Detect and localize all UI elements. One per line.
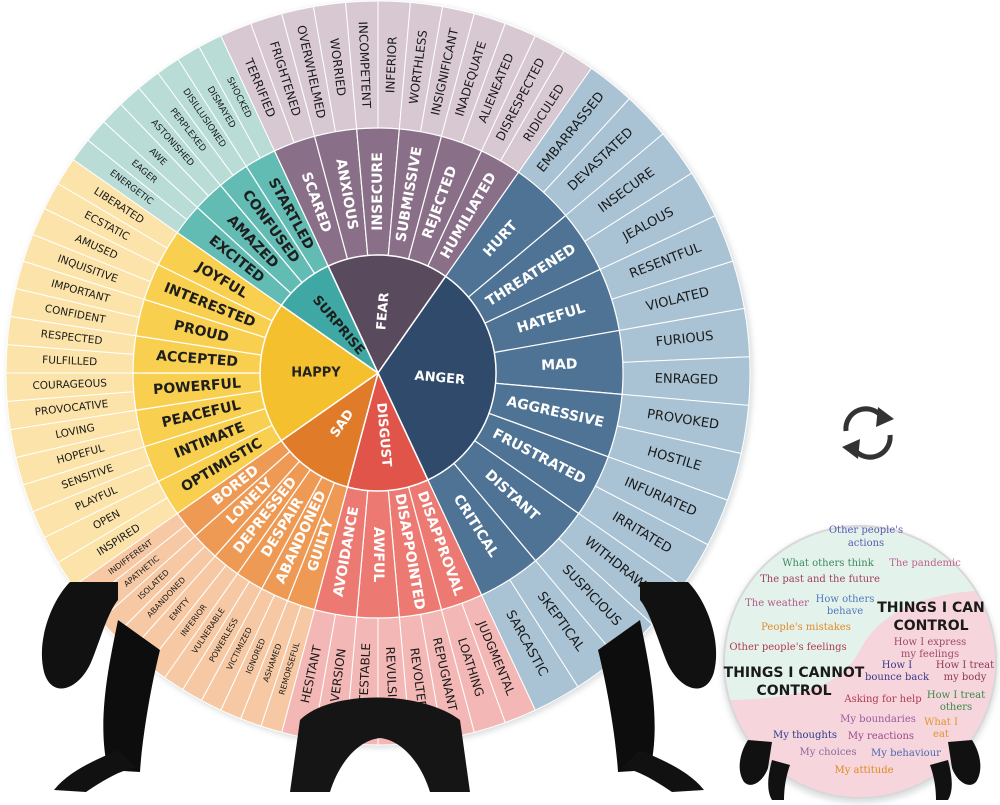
big-plate-stand xyxy=(41,582,717,792)
can-item: My choices xyxy=(800,747,857,758)
can-item: What I xyxy=(924,717,958,728)
cannot-title: CONTROL xyxy=(756,683,831,699)
outer-label: INFERIOR xyxy=(383,36,399,93)
core-segment xyxy=(346,370,429,492)
middle-label: MAD xyxy=(541,356,578,374)
can-item: My thoughts xyxy=(773,730,837,741)
core-segment xyxy=(259,304,380,442)
can-item: others xyxy=(940,702,972,713)
rotate-arrows-icon xyxy=(842,406,894,460)
cannot-item: The weather xyxy=(745,598,809,609)
can-title: THINGS I CAN xyxy=(877,600,985,616)
can-item: my body xyxy=(944,672,987,683)
can-item: How I xyxy=(882,660,912,671)
middle-label: ACCEPTED xyxy=(156,348,239,370)
cannot-item: What others think xyxy=(782,558,874,569)
core-segment xyxy=(327,254,447,375)
can-item: My attitude xyxy=(834,765,893,776)
cannot-item: How others xyxy=(816,594,875,605)
core-label: DISGUST xyxy=(373,402,394,468)
cannot-item: The pandemic xyxy=(889,558,961,569)
can-item: bounce back xyxy=(865,672,930,683)
can-item: my feelings xyxy=(901,649,959,660)
core-segment xyxy=(280,265,380,376)
cannot-item: Other people's xyxy=(829,525,903,536)
outer-label: COURAGEOUS xyxy=(32,377,107,392)
core-label: HAPPY xyxy=(291,366,341,381)
outer-label: INCOMPETENT xyxy=(356,21,374,109)
outer-label: ENRAGED xyxy=(655,372,719,388)
middle-label: AWFUL xyxy=(370,527,386,583)
cannot-title: THINGS I CANNOT xyxy=(724,665,865,681)
cannot-item: Other people's feelings xyxy=(729,642,846,653)
can-item: How I treat xyxy=(936,660,994,671)
middle-label: POWERFUL xyxy=(153,376,242,399)
cannot-item: actions xyxy=(848,538,884,549)
can-item: My boundaries xyxy=(840,714,916,725)
can-item: How I treat xyxy=(927,690,985,701)
core-label: ANGER xyxy=(414,369,466,388)
small-plate-stand xyxy=(739,740,981,800)
middle-label: INSECURE xyxy=(370,152,386,231)
outer-label: FURIOUS xyxy=(655,329,714,350)
can-item: Asking for help xyxy=(843,694,921,705)
can-item: How I express xyxy=(894,637,967,648)
can-item: My reactions xyxy=(848,731,914,742)
can-title: CONTROL xyxy=(893,618,968,634)
can-item: eat xyxy=(933,729,949,740)
cannot-item: behave xyxy=(827,606,863,617)
cannot-item: People's mistakes xyxy=(761,622,851,633)
can-item: My behaviour xyxy=(871,748,941,759)
outer-label: FULFILLED xyxy=(42,354,98,368)
core-segment xyxy=(377,275,497,481)
cannot-item: The past and the future xyxy=(760,574,880,585)
core-segment xyxy=(280,371,380,488)
core-label: FEAR xyxy=(374,292,392,331)
